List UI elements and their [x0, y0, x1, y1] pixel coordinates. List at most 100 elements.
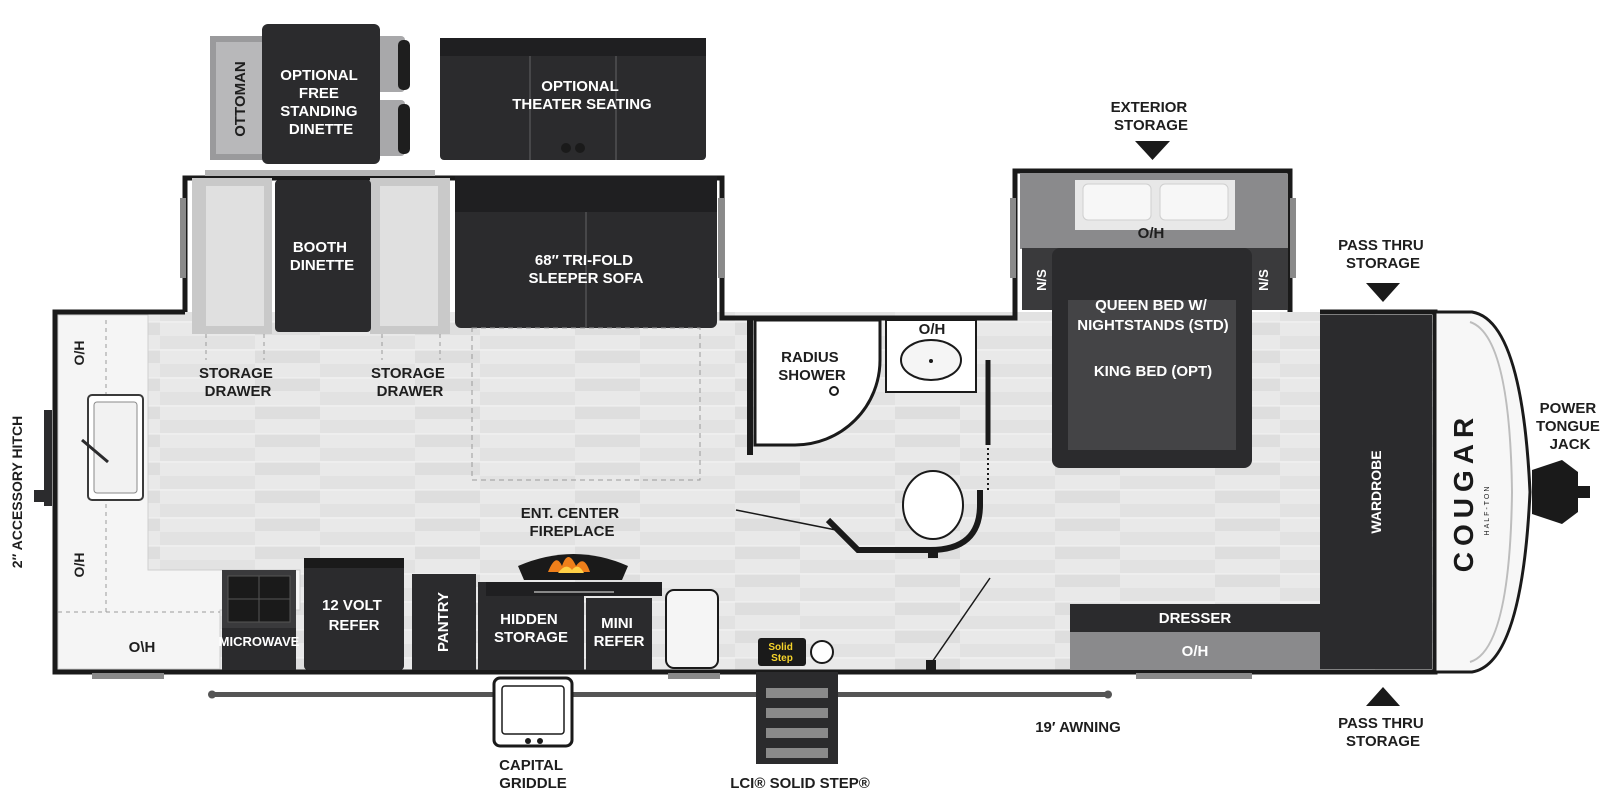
kitchen-sink-basin	[93, 401, 138, 494]
free-dinette-table	[262, 24, 380, 164]
fireplace-label: ENT. CENTER FIREPLACE	[521, 505, 624, 540]
awning-end-icon	[1104, 690, 1112, 699]
floor-marker	[668, 673, 720, 679]
slide-rail	[718, 198, 724, 278]
oh-bath-label: O/H	[919, 321, 946, 338]
chair-arm-top	[398, 40, 410, 90]
oh-left-top-label: O/H	[71, 341, 87, 366]
storage-drawer-label-1: STORAGE DRAWER	[199, 365, 277, 400]
hidden-storage-label: HIDDEN STORAGE	[494, 611, 568, 646]
microwave-label: MICROWAVE	[219, 634, 300, 649]
theater-seat-back	[440, 38, 706, 56]
solid-step-badge-label: Solid Step	[768, 642, 795, 664]
dresser-label: DRESSER	[1159, 610, 1232, 627]
refer-12v-top	[304, 558, 404, 568]
slide-rail	[1010, 198, 1016, 278]
ns-left-label: N/S	[1034, 269, 1049, 291]
pillow	[1159, 183, 1229, 221]
oh-left-bottom-label: O/H	[71, 553, 87, 578]
pass-thru-top-arrow-icon	[1366, 283, 1400, 302]
capital-griddle-inner	[501, 685, 565, 735]
ottoman-left-inner	[216, 42, 262, 154]
accessory-hitch-bar	[44, 410, 52, 506]
kitchen-row	[222, 554, 719, 670]
storage-drawer-label-2: STORAGE DRAWER	[371, 365, 449, 400]
oh-bed-label: O/H	[1138, 225, 1165, 242]
pass-thru-top-label: PASS THRU STORAGE	[1338, 237, 1428, 272]
step-tread	[766, 688, 828, 698]
entry-door-swing	[929, 577, 991, 666]
cupholder-icon	[575, 143, 585, 153]
radius-shower	[753, 318, 882, 447]
hitch-stub	[34, 490, 48, 502]
microwave	[222, 628, 296, 670]
lci-solid-step-label: LCI® SOLID STEP®	[730, 775, 870, 792]
sleeper-sofa-label: 68″ TRI-FOLD SLEEPER SOFA	[528, 252, 643, 287]
power-tongue-jack-label: POWER TONGUE JACK	[1536, 400, 1604, 453]
oh-left-floor-label: O\H	[129, 639, 156, 656]
dresser-oh	[1070, 632, 1320, 670]
dresser	[1070, 604, 1320, 632]
awning-rail	[210, 692, 1108, 697]
ottoman-right-bottom	[375, 100, 405, 156]
pillow	[1082, 183, 1152, 221]
free-dinette-label: OPTIONAL FREE STANDING DINETTE	[280, 67, 361, 138]
slide-rail	[1290, 198, 1296, 278]
oh-dresser-label: O/H	[1182, 643, 1209, 660]
cabinet-white	[665, 589, 719, 669]
griddle-knob-icon	[525, 738, 531, 744]
slide-top-rail	[205, 170, 435, 176]
brand-logo: COUGAR	[1448, 412, 1479, 572]
mini-refer	[586, 598, 652, 670]
lci-solid-step	[756, 672, 838, 764]
step-tread	[766, 728, 828, 738]
pass-thru-bottom-label: PASS THRU STORAGE	[1338, 715, 1428, 750]
optional-free-standing-dinette	[210, 24, 410, 164]
booth-dinette	[192, 178, 450, 360]
booth-table	[275, 180, 371, 332]
griddle-knob-icon	[537, 738, 543, 744]
floor-marker	[92, 673, 164, 679]
ottoman-label: OTTOMAN	[232, 61, 249, 137]
exterior-storage-arrow-icon	[1135, 141, 1170, 160]
wardrobe-label: WARDROBE	[1368, 450, 1384, 533]
tongue-jack-stub	[1576, 486, 1590, 498]
step-tread	[766, 748, 828, 758]
theater-seat-body	[440, 38, 706, 160]
step-tread	[766, 708, 828, 718]
exterior-storage-label: EXTERIOR STORAGE	[1111, 99, 1192, 134]
awning-label: 19′ AWNING	[1035, 719, 1121, 736]
queen-bed-label: QUEEN BED W/ NIGHTSTANDS (STD)	[1077, 297, 1228, 334]
sofa-back	[455, 176, 717, 212]
bedroom	[1020, 173, 1288, 468]
entry-door-hinge	[926, 660, 936, 670]
radius-shower-label: RADIUS SHOWER	[778, 349, 846, 384]
booth-dinette-label: BOOTH DINETTE	[290, 239, 354, 274]
pass-thru-bottom-arrow-icon	[1366, 687, 1400, 706]
bed-inner	[1068, 300, 1236, 450]
shower-drain-icon	[829, 386, 839, 396]
slide-rail	[180, 198, 186, 278]
ent-center	[486, 582, 662, 596]
theater-seating-label: OPTIONAL THEATER SEATING	[512, 78, 651, 113]
cupholder-icon	[561, 143, 571, 153]
flame-core-icon	[558, 566, 584, 573]
toilet-icon	[902, 470, 964, 540]
floor-marker	[1136, 673, 1252, 679]
chair-arm-bottom	[398, 104, 410, 154]
tongue-jack-icon	[1532, 460, 1578, 524]
king-bed-label: KING BED (OPT)	[1094, 363, 1212, 380]
booth-bench-right-inner	[380, 186, 438, 326]
capital-griddle-label: CAPITAL GRIDDLE	[499, 757, 567, 792]
sofa-fold-out	[471, 327, 701, 481]
booth-bench-left-inner	[206, 186, 264, 326]
front-cap-inner	[1469, 321, 1514, 663]
bathroom	[735, 318, 991, 670]
accessory-hitch-label: 2″ ACCESSORY HITCH	[9, 416, 25, 568]
bath-door-stop	[928, 548, 938, 558]
hidden-storage	[478, 582, 584, 670]
wardrobe	[1320, 315, 1432, 669]
refer-12v-label: 12 VOLT REFER	[322, 597, 386, 634]
awning-end-icon	[208, 690, 216, 699]
